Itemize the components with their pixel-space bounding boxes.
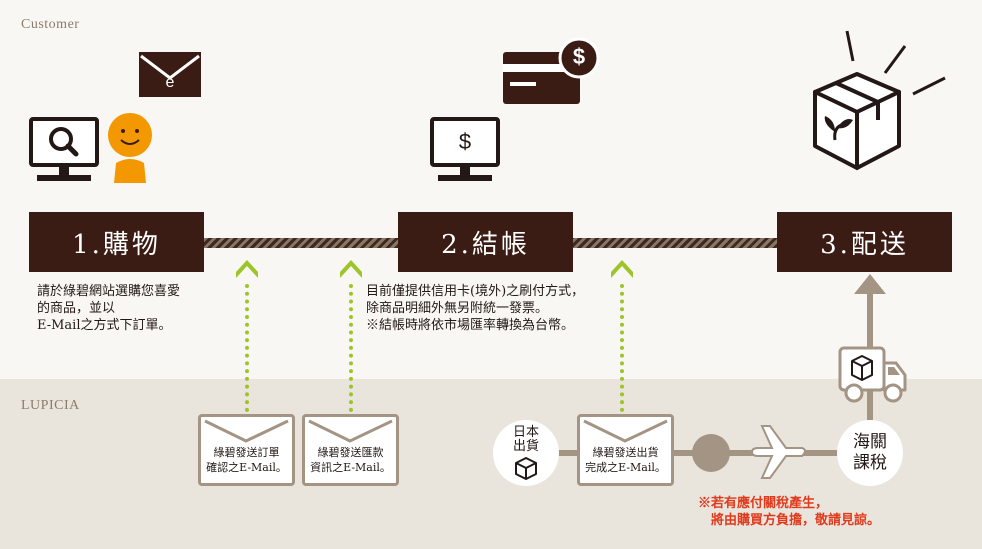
- step-connector-1: [200, 238, 405, 248]
- up-arrow-icon: [854, 274, 886, 294]
- email-envelope-icon: e: [139, 52, 201, 97]
- up-chevron-icon: [611, 260, 633, 278]
- monitor-search-icon: [29, 117, 99, 181]
- customer-zone-label: Customer: [21, 17, 80, 32]
- dotted-line-payment: [349, 284, 353, 412]
- order-confirm-email-text: 綠碧發送訂單 確認之E-Mail。: [206, 446, 287, 474]
- customer-person-icon: [108, 113, 152, 183]
- up-chevron-icon: [236, 260, 258, 278]
- package-box-icon: [813, 30, 946, 170]
- up-chevron-icon: [340, 260, 362, 278]
- step-shopping: 1.購物: [29, 212, 204, 272]
- step-connector-2: [570, 238, 780, 248]
- shipping-complete-email-text: 綠碧發送出貨 完成之E-Mail。: [585, 446, 666, 474]
- coin-dollar-sign: $: [572, 44, 586, 69]
- shipping-complete-email: 綠碧發送出貨 完成之E-Mail。: [577, 414, 674, 486]
- credit-card-icon: $: [502, 38, 600, 106]
- order-confirm-email: 綠碧發送訂單 確認之E-Mail。: [198, 414, 295, 486]
- monitor-dollar-sign: $: [458, 129, 472, 154]
- payment-info-email: 綠碧發送匯款 資訊之E-Mail。: [302, 414, 399, 486]
- customs-tax-circle: 海關 課稅: [837, 420, 903, 486]
- japan-shipping-circle: 日本 出貨: [493, 420, 559, 486]
- transit-dot: [692, 434, 730, 472]
- checkout-description: 目前僅提供信用卡(境外)之刷付方式， 除商品明細外無另附統一發票。 ※結帳時將依…: [366, 284, 585, 333]
- step-delivery: 3.配送: [777, 212, 952, 272]
- lupicia-zone-label: LUPICIA: [21, 398, 80, 413]
- small-box-icon: [515, 457, 537, 480]
- delivery-truck-icon: [838, 346, 907, 403]
- customs-tax-label: 海關 課稅: [853, 432, 887, 473]
- step-checkout: 2.結帳: [398, 212, 573, 272]
- dotted-line-shipping: [620, 284, 624, 412]
- monitor-dollar-icon: $: [430, 117, 500, 183]
- envelope-e-letter: e: [165, 74, 175, 91]
- airplane-icon: [750, 425, 806, 479]
- dotted-line-order: [245, 284, 249, 412]
- payment-info-email-text: 綠碧發送匯款 資訊之E-Mail。: [310, 446, 391, 474]
- lupicia-zone: [0, 379, 982, 549]
- japan-shipping-label: 日本 出貨: [512, 425, 539, 454]
- customs-duty-note: ※若有應付關稅產生， 將由購買方負擔，敬請見諒。: [698, 496, 881, 528]
- shopping-description: 請於綠碧網站選購您喜愛 的商品，並以 E-Mail之方式下訂單。: [37, 284, 181, 333]
